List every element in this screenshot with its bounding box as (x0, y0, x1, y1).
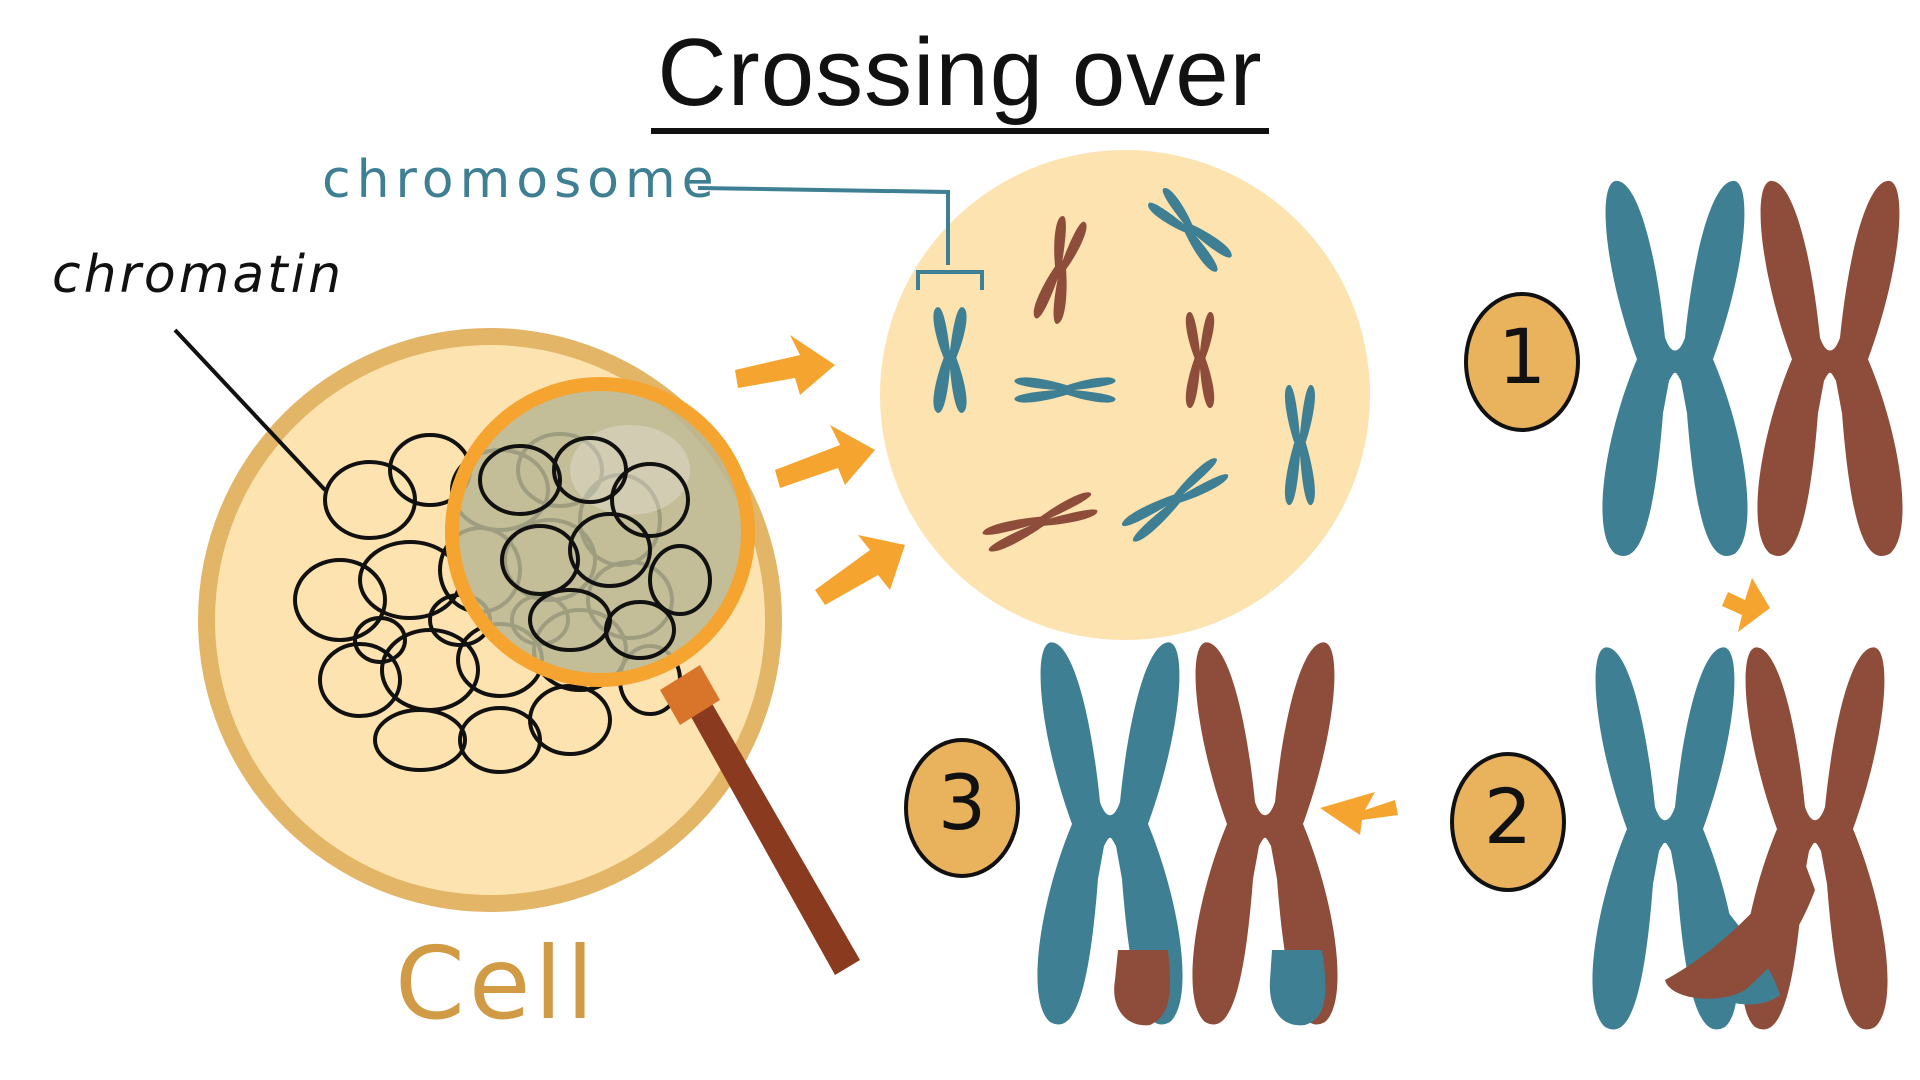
zoom-arrows (735, 335, 905, 605)
swapped-segment-brown (1114, 950, 1171, 1026)
diagram-title: Crossing over (0, 18, 1920, 134)
title-text: Crossing over (651, 19, 1269, 134)
arrow-icon (735, 335, 835, 395)
cell-label: Cell (395, 925, 598, 1042)
swapped-segment-blue (1269, 950, 1326, 1026)
step-badge (904, 738, 1020, 878)
crossing-brown-arm (1665, 850, 1815, 999)
arrow-icon (815, 535, 905, 605)
chromatin-pointer-line (173, 328, 327, 492)
arrow-icon (1320, 792, 1398, 835)
step-1 (1464, 180, 1903, 557)
step-number-2: 2 (1483, 772, 1533, 861)
arrow-icon (1722, 578, 1770, 632)
step-number-1: 1 (1497, 312, 1547, 401)
magnifying-glass-icon (445, 377, 860, 975)
chromosome-label: chromosome (322, 150, 720, 210)
blue-chromosome (1602, 180, 1748, 557)
arrow-icon (775, 425, 875, 488)
step-3 (904, 642, 1338, 1026)
nucleus-zoom (880, 150, 1370, 640)
step-number-3: 3 (937, 758, 987, 847)
step-badge (1464, 292, 1580, 432)
chromosome-pointer-line (697, 186, 984, 290)
step-badge (1450, 752, 1566, 892)
chromatin-label: chromatin (52, 245, 345, 305)
brown-chromosome (1757, 180, 1903, 557)
step-2 (1450, 647, 1888, 1030)
magnified-chromatin (478, 436, 712, 660)
